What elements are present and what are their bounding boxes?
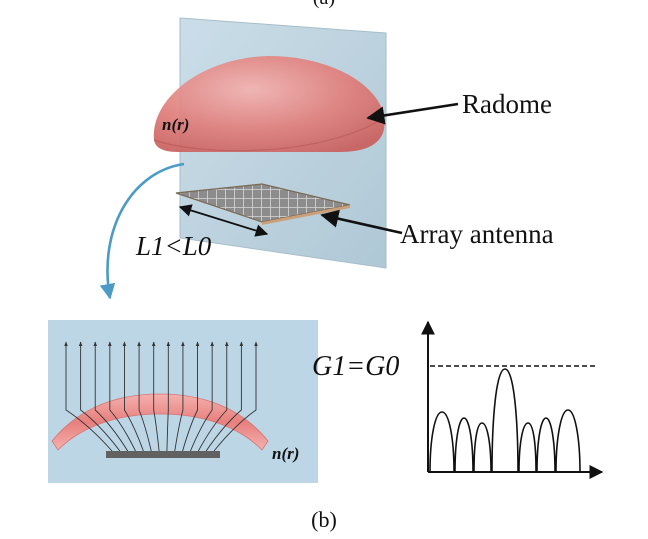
lens-inset [48,320,318,483]
side-lobe-6 [555,409,581,473]
radome-pointer-arrow-icon [366,102,459,125]
top-caption-fragment: (a) [313,0,335,9]
figure-caption: (b) [311,507,337,532]
length-relation-label: L1<L0 [135,231,212,261]
ray-line [174,341,185,452]
curved-arrow-icon [99,162,185,300]
side-lobe-4 [518,422,537,473]
ray-group [64,341,258,452]
side-lobe-3 [473,422,492,473]
lens-section [51,393,269,451]
ray-line [205,341,244,452]
side-lobe-2 [454,417,474,473]
gain-pattern-plot [421,320,604,479]
ray-line [182,341,200,452]
antenna-pointer-arrow-icon [320,209,403,235]
ray-line [190,341,214,452]
antenna-bar [106,451,220,458]
array-antenna-label: Array antenna [400,219,554,249]
ray-line [213,341,258,452]
radome-shell [153,56,385,152]
ray-line [78,341,121,452]
side-lobe-1 [429,411,455,473]
main-lobe [491,368,519,473]
inset-index-label: n(r) [272,444,299,463]
radome-rim [153,117,385,152]
ray-line [64,341,113,452]
side-lobe-5 [536,417,556,473]
radome-index-label: n(r) [162,115,189,134]
ray-line [151,341,160,452]
ray-line [197,341,229,452]
ray-line [137,341,152,452]
radome-label: Radome [462,89,552,119]
gain-relation-label: G1=G0 [312,351,399,382]
ray-line [122,341,144,452]
ray-line [93,341,129,452]
dimension-arrow-icon [178,204,269,237]
ray-line [108,341,136,452]
ray-line [166,341,171,452]
